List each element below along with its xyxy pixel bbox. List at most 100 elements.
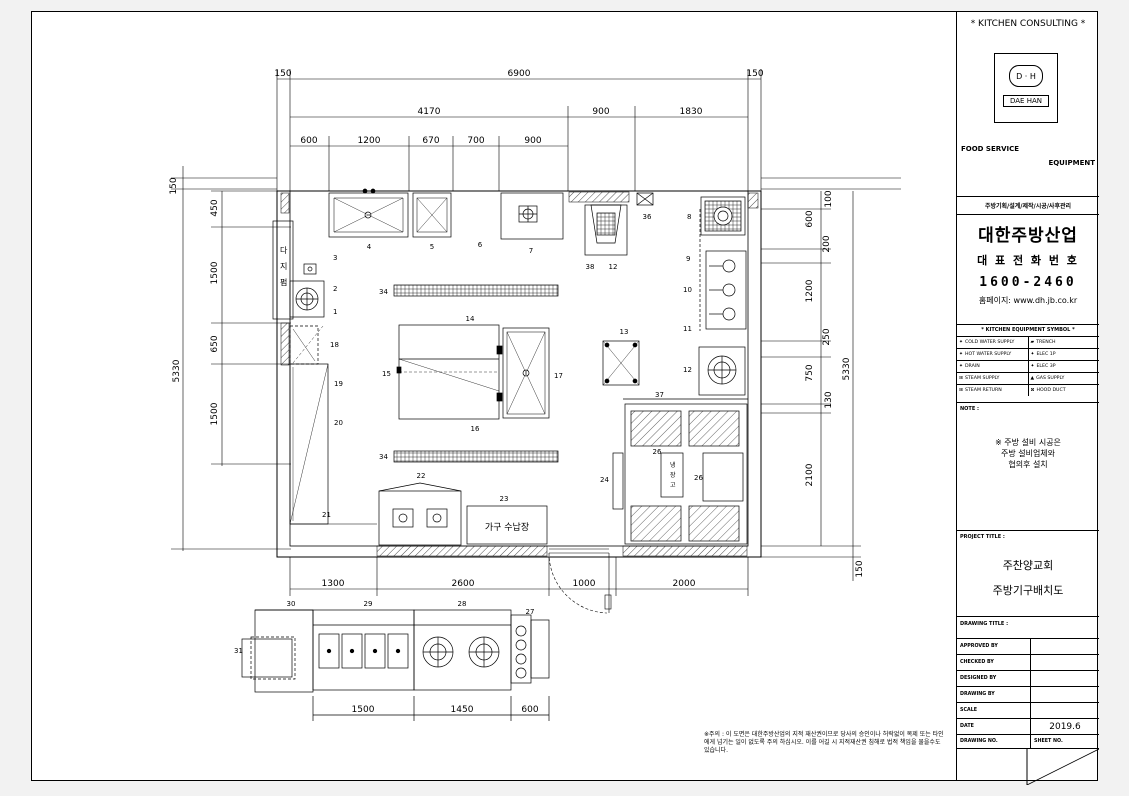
label-19: 19 bbox=[334, 380, 343, 388]
label-10: 10 bbox=[683, 286, 692, 294]
row-drawing-no: DRAWING NO.SHEET NO. bbox=[957, 735, 1099, 749]
dim-sub-5: 900 bbox=[524, 136, 541, 146]
elec-1p-icon: ✦ bbox=[1030, 352, 1035, 357]
consulting-header: * KITCHEN CONSULTING * bbox=[970, 19, 1086, 29]
label-29: 29 bbox=[364, 600, 373, 608]
note-section: NOTE : ※ 주방 설비 시공은 주방 설비업체와 협의후 설치 bbox=[957, 403, 1099, 531]
floor-plan-drawing: 150 6900 150 4170 900 1830 600 1200 670 … bbox=[169, 69, 901, 721]
label-12b: 12 bbox=[683, 366, 692, 374]
phone-number: 1600-2460 bbox=[979, 275, 1077, 290]
logo-section: * KITCHEN CONSULTING * D · H DAE HAN FOO… bbox=[957, 12, 1099, 197]
cold-room-area bbox=[612, 398, 748, 545]
storage-cabinet-text: 가구 수납장 bbox=[485, 522, 529, 533]
cabinet-23 bbox=[466, 505, 548, 545]
approved-label: APPROVED BY bbox=[957, 639, 1031, 654]
dim-left-2: 1500 bbox=[210, 261, 220, 284]
copyright-note: ※주의 : 이 도면은 대한주방산업의 지적 재산권이므로 당사의 승인이나 허… bbox=[704, 731, 944, 754]
dim-right-4: 1200 bbox=[805, 279, 815, 302]
cold-water-icon: ✦ bbox=[959, 340, 963, 345]
dim-right-8: 2100 bbox=[805, 463, 815, 486]
label-17: 17 bbox=[554, 372, 563, 380]
drawing-title-section: DRAWING TITLE : bbox=[957, 617, 1099, 639]
services-text: 주방기획/설계/제작/시공/사후관리 bbox=[984, 203, 1072, 210]
right-dimension-lines bbox=[761, 191, 861, 581]
cooking-line-plan bbox=[241, 609, 550, 721]
table-13 bbox=[602, 340, 640, 386]
row-scale: SCALE bbox=[957, 703, 1099, 719]
title-block: * KITCHEN CONSULTING * D · H DAE HAN FOO… bbox=[956, 12, 1100, 786]
checked-label: CHECKED BY bbox=[957, 655, 1031, 670]
walls bbox=[276, 190, 762, 558]
range-22 bbox=[378, 490, 462, 546]
legend-row-3: ✦DRAIN ✦ELEC 3P bbox=[957, 361, 1099, 373]
dim-elev-2: 1450 bbox=[451, 705, 474, 715]
top-dimension-lines bbox=[171, 69, 901, 191]
legend-hot-water: HOT WATER SUPPLY bbox=[964, 352, 1012, 357]
dim-bottom-2: 2600 bbox=[452, 579, 475, 589]
dim-seg-b: 900 bbox=[592, 107, 609, 117]
label-3: 3 bbox=[333, 254, 337, 262]
note-text: ※ 주방 설비 시공은 주방 설비업체와 협의후 설치 bbox=[995, 438, 1061, 469]
label-24: 24 bbox=[600, 476, 609, 484]
label-31: 31 bbox=[234, 647, 243, 655]
legend-elec-3p: ELEC 3P bbox=[1036, 364, 1056, 369]
project-line2: 주방기구배치도 bbox=[992, 584, 1064, 597]
sink-17 bbox=[502, 327, 550, 419]
label-34b: 34 bbox=[379, 453, 388, 461]
dim-sub-2: 1200 bbox=[358, 136, 381, 146]
dim-right-6: 750 bbox=[805, 364, 815, 381]
label-11: 11 bbox=[683, 325, 692, 333]
legend-hood-duct: HOOD DUCT bbox=[1036, 388, 1066, 393]
unit-28 bbox=[413, 609, 512, 691]
kettle-12 bbox=[698, 346, 746, 396]
label-15: 15 bbox=[382, 370, 391, 378]
gas-supply-icon: ▲ bbox=[1030, 376, 1035, 381]
dim-left-top: 150 bbox=[169, 177, 179, 194]
legend-row-2: ✦HOT WATER SUPPLY ✦ELEC 1P bbox=[957, 349, 1099, 361]
dim-right-7: 130 bbox=[824, 391, 834, 408]
dim-right-total: 5330 bbox=[842, 357, 852, 380]
label-16: 16 bbox=[471, 425, 480, 433]
dim-right-2: 600 bbox=[805, 210, 815, 227]
dim-bottom-3: 1000 bbox=[573, 579, 596, 589]
note-label: NOTE : bbox=[960, 406, 980, 412]
label-26a: 26 bbox=[653, 448, 662, 456]
dim-seg-a: 4170 bbox=[418, 107, 441, 117]
label-20: 20 bbox=[334, 419, 343, 427]
burners-9-11 bbox=[705, 250, 747, 330]
designed-label: DESIGNED BY bbox=[957, 671, 1031, 686]
legend-steam-supply: STEAM SUPPLY bbox=[964, 376, 1000, 381]
row-drawing-by: DRAWING BY bbox=[957, 687, 1099, 703]
label-14: 14 bbox=[466, 315, 475, 323]
drawing-sheet: 150 6900 150 4170 900 1830 600 1200 670 … bbox=[31, 11, 1100, 786]
drawing-by-label: DRAWING BY bbox=[957, 687, 1031, 702]
dim-sub-4: 700 bbox=[467, 136, 484, 146]
dim-right-1: 100 bbox=[824, 190, 834, 207]
label-13: 13 bbox=[620, 328, 629, 336]
date-value: 2019.6 bbox=[1049, 721, 1081, 732]
label-5: 5 bbox=[430, 243, 434, 251]
dim-seg-c: 1830 bbox=[680, 107, 703, 117]
label-1: 1 bbox=[333, 308, 337, 316]
legend-row-5: ⊞STEAM RETURN ⊠HOOD DUCT bbox=[957, 385, 1099, 396]
dim-sub-3: 670 bbox=[422, 136, 439, 146]
right-equipment bbox=[698, 196, 747, 396]
label-22: 22 bbox=[417, 472, 426, 480]
label-34a: 34 bbox=[379, 288, 388, 296]
symbol-legend: * KITCHEN EQUIPMENT SYMBOL * ✦COLD WATER… bbox=[957, 325, 1099, 403]
legend-steam-return: STEAM RETURN bbox=[964, 388, 1002, 393]
dim-elev-3: 600 bbox=[521, 705, 538, 715]
label-7: 7 bbox=[529, 247, 533, 255]
dim-left-margin: 150 bbox=[274, 69, 291, 79]
range-8 bbox=[700, 196, 746, 236]
legend-row-1: ✦COLD WATER SUPPLY ▰TRENCH bbox=[957, 337, 1099, 349]
company-name: 대한주방산업 bbox=[978, 226, 1078, 246]
sink-5 bbox=[412, 192, 452, 238]
dim-right-margin: 150 bbox=[746, 69, 763, 79]
label-27: 27 bbox=[526, 608, 535, 616]
bottom-dimension-lines bbox=[289, 557, 749, 596]
dim-sub-1: 600 bbox=[300, 136, 317, 146]
project-line1: 주찬양교회 bbox=[1002, 559, 1054, 572]
